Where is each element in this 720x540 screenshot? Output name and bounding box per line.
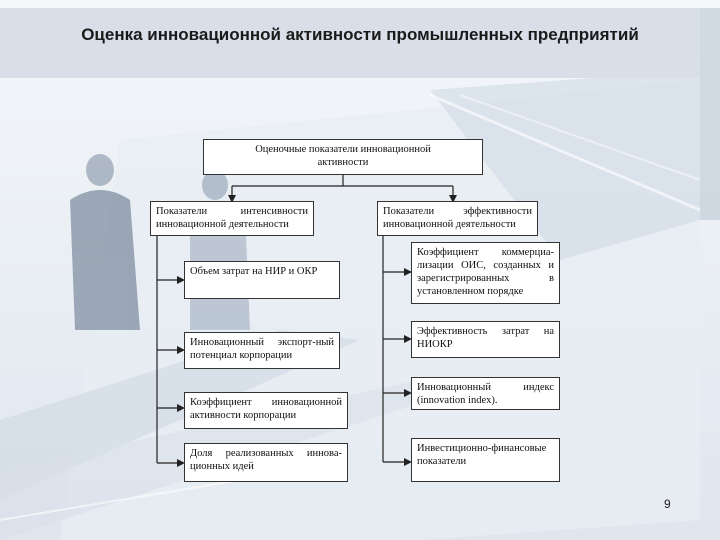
right-item-4: Инвестиционно-финансовые показатели bbox=[411, 438, 560, 482]
page-number: 9 bbox=[664, 497, 671, 511]
header-band bbox=[0, 8, 700, 78]
left-item-2: Инновационный экспорт-ный потенциал корп… bbox=[184, 332, 340, 369]
right-branch-box: Показатели эффективности инновационной д… bbox=[377, 201, 538, 236]
right-item-1: Коэффициент коммерциа-лизации ОИС, созда… bbox=[411, 242, 560, 304]
left-item-1: Объем затрат на НИР и ОКР bbox=[184, 261, 340, 299]
slide-title: Оценка инновационной активности промышле… bbox=[81, 25, 639, 44]
right-item-2: Эффективность затрат на НИОКР bbox=[411, 321, 560, 358]
left-branch-box: Показатели интенсивности инновационной д… bbox=[150, 201, 314, 236]
left-item-4: Доля реализованных иннова-ционных идей bbox=[184, 443, 348, 482]
right-item-3: Инновационный индекс (innovation index). bbox=[411, 377, 560, 410]
root-box: Оценочные показатели инновационной актив… bbox=[203, 139, 483, 175]
left-item-3: Коэффициент инновационной активности кор… bbox=[184, 392, 348, 429]
